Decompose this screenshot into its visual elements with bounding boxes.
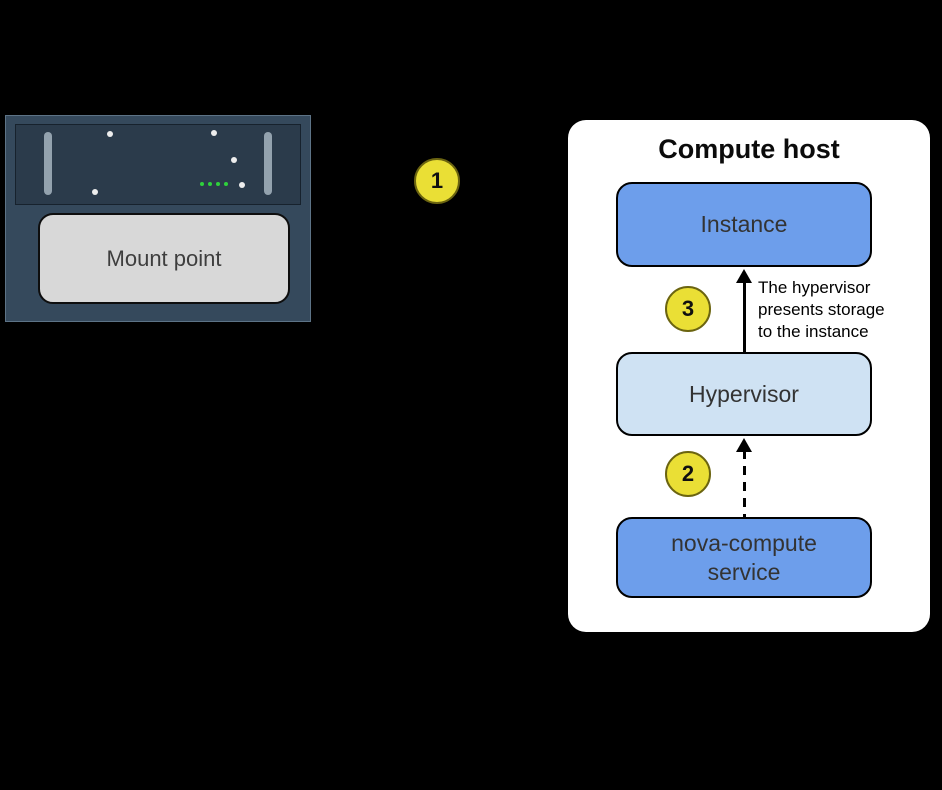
hypervisor-annotation: The hypervisor presents storage to the i… bbox=[758, 277, 938, 343]
step-badge-2-label: 2 bbox=[681, 461, 695, 486]
step-badge-2: 2 bbox=[665, 451, 711, 497]
screw-dot bbox=[239, 182, 245, 188]
arrow-nova-to-hypervisor bbox=[736, 438, 752, 517]
arrow-shaft bbox=[742, 281, 746, 352]
compute-host-title: Compute host bbox=[658, 134, 840, 164]
screw-dot bbox=[211, 130, 217, 136]
screw-dot bbox=[92, 189, 98, 195]
nova-compute-label-line: service bbox=[707, 558, 781, 585]
nova-compute-box: nova-compute service bbox=[616, 517, 872, 598]
arrowhead-up-icon bbox=[736, 438, 752, 452]
instance-box: Instance bbox=[616, 182, 872, 267]
drive-bay-slot-right bbox=[264, 132, 272, 195]
arrowhead-up-icon bbox=[736, 269, 752, 283]
hypervisor-label: Hypervisor bbox=[689, 380, 799, 407]
led-indicators bbox=[200, 182, 228, 186]
step-badge-1-label: 1 bbox=[430, 168, 444, 193]
nova-compute-label-line: nova-compute bbox=[671, 530, 817, 557]
arrow-shaft-dashed bbox=[742, 450, 746, 517]
mount-point-label: Mount point bbox=[106, 245, 222, 271]
screw-dot bbox=[107, 131, 113, 137]
mount-point-box: Mount point bbox=[38, 213, 290, 304]
compute-host-panel: Compute host Instance The hypervisor pre… bbox=[568, 120, 930, 632]
arrow-hypervisor-to-instance bbox=[736, 269, 752, 352]
drive-bay-slot-left bbox=[44, 132, 52, 195]
hypervisor-box: Hypervisor bbox=[616, 352, 872, 436]
step-badge-3-label: 3 bbox=[681, 296, 695, 321]
screw-dot bbox=[231, 157, 237, 163]
annotation-line: to the instance bbox=[758, 322, 869, 342]
step-badge-3: 3 bbox=[665, 286, 711, 332]
storage-device: Mount point bbox=[5, 115, 311, 322]
storage-front-panel bbox=[15, 124, 301, 205]
annotation-line: The hypervisor bbox=[758, 278, 871, 297]
annotation-line: presents storage bbox=[758, 300, 885, 320]
instance-label: Instance bbox=[700, 211, 788, 237]
step-badge-1: 1 bbox=[414, 158, 460, 204]
